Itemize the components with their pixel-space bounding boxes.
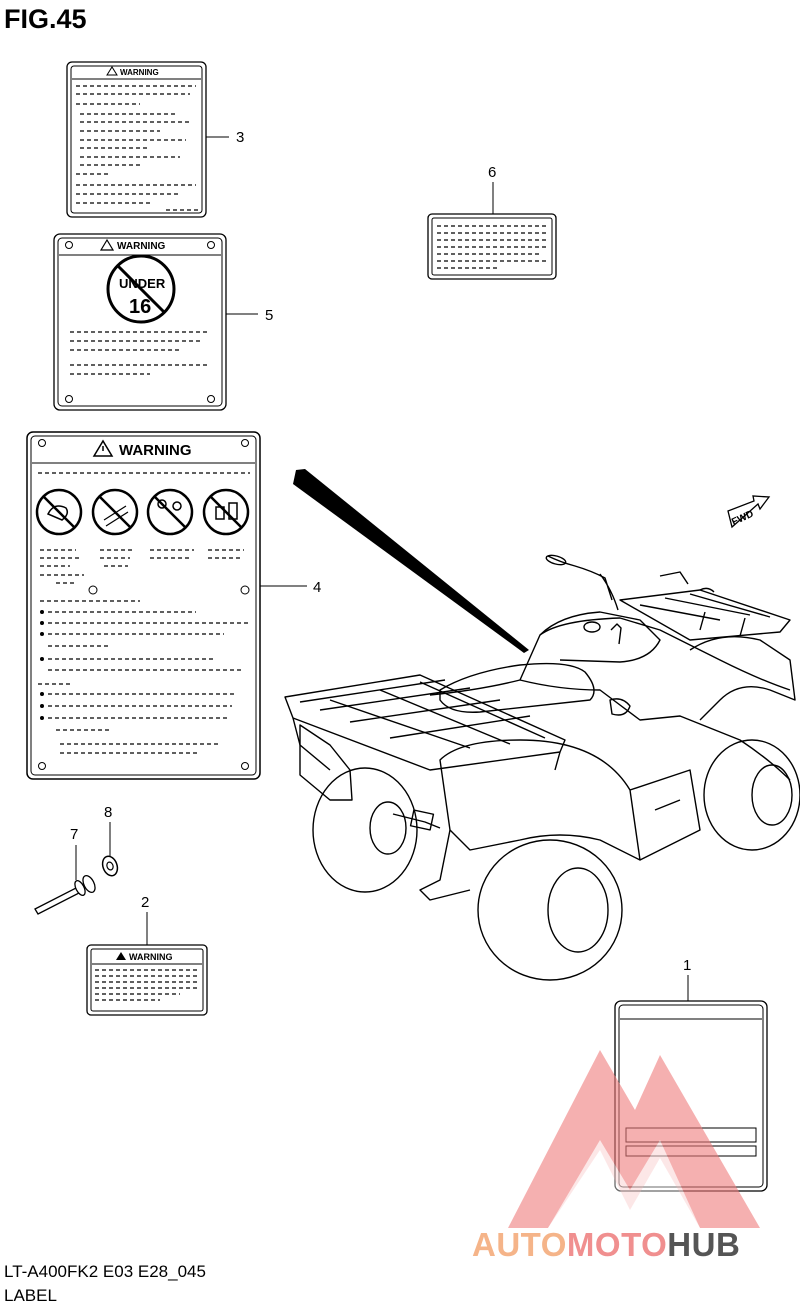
callout-1: 1	[683, 957, 691, 974]
callout-7: 7	[70, 826, 78, 843]
atv-illustration	[284, 554, 800, 981]
callout-2: 2	[141, 894, 149, 911]
callout-4: 4	[313, 579, 321, 596]
callout-5: 5	[265, 307, 273, 324]
washer-8	[101, 855, 119, 877]
callout-6: 6	[488, 164, 496, 181]
bolt-7	[34, 875, 96, 915]
label-5-under-16: WARNING UNDER 16	[53, 233, 227, 411]
watermark-brand: AUTOMOTOHUB	[472, 1226, 740, 1264]
label-6	[427, 213, 557, 280]
under-text: UNDER	[119, 276, 166, 291]
warning-triangle-icon	[116, 952, 126, 960]
label-2-warning-text: WARNING	[129, 952, 173, 962]
brand-part-moto: MOTO	[566, 1226, 668, 1263]
brand-part-auto: AUTO	[472, 1226, 567, 1263]
callout-3: 3	[236, 129, 244, 146]
label-4-warning-text: WARNING	[119, 442, 192, 459]
callout-8: 8	[104, 804, 112, 821]
pointer-arrow	[293, 469, 529, 653]
label-2-warning: WARNING	[86, 944, 208, 1016]
brand-part-hub: HUB	[667, 1226, 741, 1263]
label-4-warning: WARNING	[26, 431, 261, 780]
fwd-arrow-icon: FWD	[727, 495, 771, 529]
warning-triangle-icon	[92, 439, 114, 457]
pictogram-road-icon	[91, 488, 139, 536]
label-5-warning-text: WARNING	[117, 241, 166, 252]
prohibition-circle-icon	[106, 254, 176, 324]
figure-title: FIG.45	[4, 4, 87, 34]
figure-label: LABEL	[4, 1286, 57, 1305]
label-3-warning-text: WARNING	[120, 68, 159, 77]
warning-triangle-icon	[99, 238, 115, 251]
pictogram-alcohol-icon	[202, 488, 250, 536]
pictogram-passenger-icon	[146, 488, 194, 536]
warning-triangle-icon	[106, 66, 118, 76]
pictogram-helmet-icon	[35, 488, 83, 536]
age-text: 16	[129, 296, 151, 318]
label-3-warning: WARNING	[66, 61, 207, 218]
watermark-logo-icon	[508, 1050, 760, 1228]
figure-code: LT-A400FK2 E03 E28_045	[4, 1262, 206, 1281]
